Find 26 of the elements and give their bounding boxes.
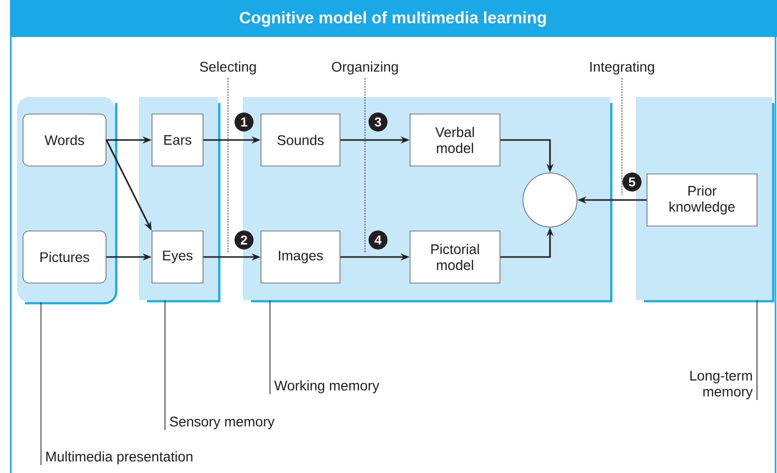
input-box: Words xyxy=(22,114,106,166)
stage-label: Organizing xyxy=(330,60,400,76)
stage-label: Integrating xyxy=(588,60,656,76)
memory-label: Working memory xyxy=(274,380,380,394)
step-number: 3 xyxy=(368,112,388,132)
step-number: 2 xyxy=(234,230,254,250)
process-box: Verbal model xyxy=(410,114,500,166)
memory-label: Long-term memory xyxy=(690,370,753,400)
leader-line xyxy=(40,302,42,466)
integration-circle xyxy=(522,172,578,228)
step-number: 4 xyxy=(368,230,388,250)
input-box: Pictures xyxy=(22,230,106,284)
process-box: Images xyxy=(260,230,340,284)
stage-label: Selecting xyxy=(198,60,258,76)
step-number: 5 xyxy=(622,172,642,192)
process-box: Prior knowledge xyxy=(646,174,758,226)
process-box: Ears xyxy=(152,114,204,166)
leader-line xyxy=(756,300,758,400)
memory-label: Sensory memory xyxy=(170,416,275,430)
process-box: Sounds xyxy=(260,114,340,166)
leader-line xyxy=(164,300,166,430)
memory-label: Multimedia presentation xyxy=(46,451,192,464)
title-bar: Cognitive model of multimedia learning xyxy=(10,0,777,37)
step-number: 1 xyxy=(234,112,254,132)
process-box: Pictorial model xyxy=(410,230,500,284)
process-box: Eyes xyxy=(152,230,204,284)
